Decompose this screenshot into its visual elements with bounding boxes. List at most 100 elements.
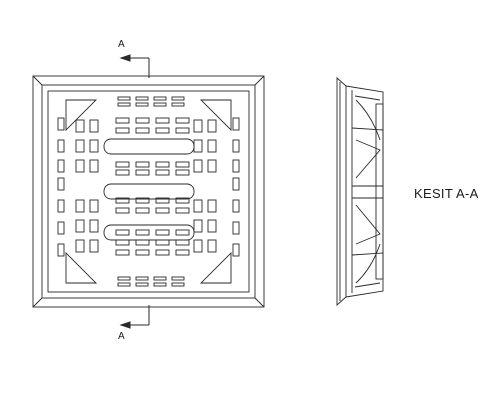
grate-slot	[75, 139, 85, 153]
grate-slot	[193, 199, 203, 213]
grate-slot	[153, 276, 167, 281]
grate-slot	[232, 199, 240, 213]
grate-slot	[175, 117, 190, 124]
grate-slot	[117, 282, 131, 287]
grate-slot	[175, 229, 190, 236]
grate-slot	[155, 197, 170, 204]
plan-view	[32, 75, 265, 308]
grate-slot	[75, 219, 85, 233]
grate-slots	[57, 96, 240, 287]
grate-slot	[207, 119, 217, 133]
grate-slot	[75, 159, 85, 173]
grate-slot	[193, 239, 203, 253]
grate-slot	[135, 282, 149, 287]
grate-slot	[171, 276, 185, 281]
grate-slot	[232, 243, 240, 257]
section-line-a	[119, 54, 150, 329]
grate-slot	[115, 127, 130, 134]
grate-slot	[155, 249, 170, 256]
grate-slot	[89, 159, 99, 173]
grate-slot	[89, 119, 99, 133]
grate-slot	[115, 229, 130, 236]
grate-slot	[153, 282, 167, 287]
corner-opening	[65, 99, 98, 132]
grate-slot	[75, 239, 85, 253]
section-view	[336, 76, 384, 307]
grate-slot	[57, 243, 65, 257]
grate-slot	[115, 249, 130, 256]
grate-slot	[171, 282, 185, 287]
arrow-head-bottom	[119, 321, 131, 329]
large-slot	[103, 183, 195, 200]
grate-slot	[135, 229, 150, 236]
grate-slot	[155, 239, 170, 246]
grate-slot	[115, 169, 130, 176]
grate-slot	[57, 117, 65, 131]
grate-slot	[193, 139, 203, 153]
grate-slot	[207, 139, 217, 153]
grate-slot	[135, 127, 150, 134]
grate-slot	[135, 239, 150, 246]
frame-inner	[41, 84, 256, 299]
grate-slot	[75, 119, 85, 133]
grate-slot	[89, 139, 99, 153]
grate-slot	[232, 139, 240, 153]
grate-slot	[207, 159, 217, 173]
grate-slot	[57, 221, 65, 235]
grate-slot	[135, 249, 150, 256]
grate-slot	[155, 127, 170, 134]
large-slot	[103, 224, 195, 241]
section-view-title: KESIT A-A	[414, 186, 479, 201]
grate-slot	[193, 219, 203, 233]
corner-opening	[199, 99, 232, 132]
grate-slot	[155, 169, 170, 176]
grate-slot	[193, 119, 203, 133]
grate-slot	[175, 127, 190, 134]
grate-slot	[193, 159, 203, 173]
grate-slot	[135, 102, 149, 107]
grate-slot	[115, 207, 130, 214]
grate-slot	[153, 102, 167, 107]
grate-slot	[155, 207, 170, 214]
frame-outer	[32, 75, 265, 308]
corner-opening	[65, 251, 98, 284]
grate-slot	[232, 117, 240, 131]
grate-slot	[175, 207, 190, 214]
grate-slot	[175, 239, 190, 246]
grate-slot	[115, 161, 130, 168]
grate-slot	[153, 96, 167, 101]
grate-slot	[89, 219, 99, 233]
grate-slot	[135, 96, 149, 101]
grate-slot	[232, 159, 240, 173]
grate-slot	[135, 117, 150, 124]
grate-slot	[171, 96, 185, 101]
grate-slot	[75, 199, 85, 213]
grate-slot	[115, 239, 130, 246]
grate-slot	[57, 139, 65, 153]
grate-slot	[135, 207, 150, 214]
grate-slot	[117, 276, 131, 281]
grate-slot	[115, 197, 130, 204]
grate-slot	[232, 177, 240, 191]
section-marker-bottom-label: A	[118, 331, 125, 342]
large-slot	[103, 138, 195, 155]
grate-slot	[117, 102, 131, 107]
grate-border	[47, 90, 250, 293]
grate-slot	[175, 169, 190, 176]
grate-slot	[57, 199, 65, 213]
grate-slot	[155, 229, 170, 236]
grate-slot	[175, 197, 190, 204]
grate-slot	[135, 161, 150, 168]
grate-slot	[207, 199, 217, 213]
grate-slot	[135, 169, 150, 176]
grate-slot	[207, 219, 217, 233]
grate-slot	[175, 161, 190, 168]
grate-slot	[232, 221, 240, 235]
grate-slot	[175, 249, 190, 256]
grate-slot	[207, 239, 217, 253]
corner-opening	[199, 251, 232, 284]
grate-slot	[155, 117, 170, 124]
grate-slot	[171, 102, 185, 107]
grate-slot	[117, 96, 131, 101]
